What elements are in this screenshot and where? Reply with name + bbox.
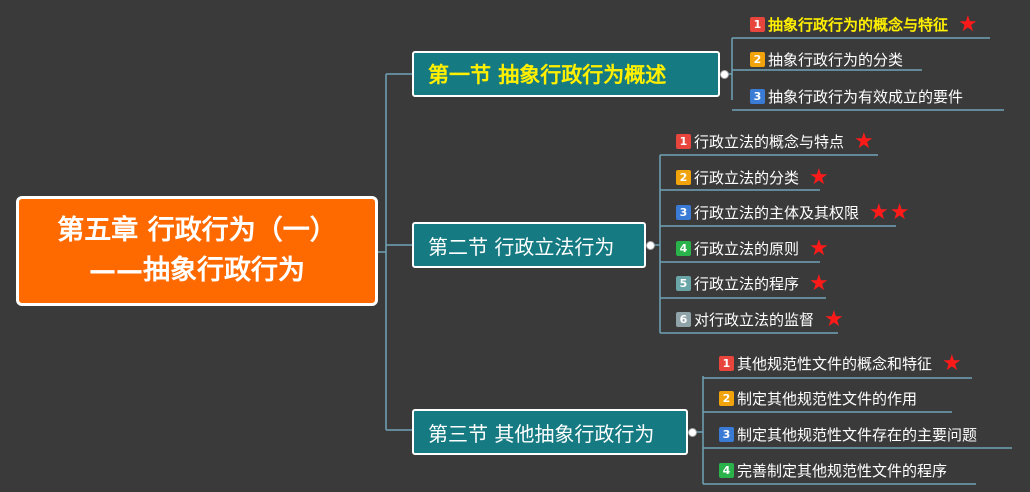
number-badge: 1 [676, 133, 691, 149]
chapter-title-line1: 第五章 行政行为（一） [57, 215, 337, 246]
number-badge: 4 [676, 240, 691, 256]
star-icon: ★ [809, 270, 830, 296]
list-item[interactable]: 1 行政立法的概念与特点 ★ [676, 128, 875, 154]
number-badge: 1 [750, 16, 765, 32]
list-item[interactable]: 6 对行政立法的监督 ★ [676, 306, 845, 332]
number-badge: 1 [719, 355, 734, 371]
list-item[interactable]: 3 制定其他规范性文件存在的主要问题 [719, 423, 977, 445]
number-badge: 4 [719, 462, 734, 478]
section-node-1[interactable]: 第一节 抽象行政行为概述 [412, 51, 720, 97]
section-node-3[interactable]: 第三节 其他抽象行政行为 [412, 409, 688, 455]
item-label: 行政立法的主体及其权限 [694, 203, 860, 222]
star-icon: ★ [942, 350, 963, 376]
item-label: 行政立法的概念与特点 [694, 132, 845, 151]
list-item[interactable]: 2 制定其他规范性文件的作用 [719, 387, 917, 409]
item-label: 抽象行政行为有效成立的要件 [768, 87, 964, 106]
item-label: 抽象行政行为的概念与特征 [768, 15, 949, 34]
section-title: 第一节 抽象行政行为概述 [428, 63, 667, 87]
collapse-toggle-icon[interactable] [720, 70, 729, 79]
number-badge: 2 [676, 169, 691, 185]
item-label: 抽象行政行为的分类 [768, 50, 904, 69]
number-badge: 3 [750, 88, 765, 104]
item-label: 制定其他规范性文件存在的主要问题 [737, 425, 978, 444]
star-icon: ★ [824, 306, 845, 332]
star-icon: ★ [958, 11, 979, 37]
chapter-title-node[interactable]: 第五章 行政行为（一） ——抽象行政行为 [16, 196, 378, 306]
section-node-2[interactable]: 第二节 行政立法行为 [412, 222, 646, 268]
number-badge: 5 [676, 275, 691, 291]
section-title: 第二节 行政立法行为 [428, 234, 615, 259]
item-label: 制定其他规范性文件的作用 [737, 389, 918, 408]
list-item[interactable]: 1 其他规范性文件的概念和特征 ★ [719, 350, 963, 376]
number-badge: 2 [750, 51, 765, 67]
item-label: 对行政立法的监督 [694, 310, 815, 329]
star-icon: ★★ [869, 199, 911, 225]
collapse-toggle-icon[interactable] [646, 241, 655, 250]
number-badge: 2 [719, 390, 734, 406]
list-item[interactable]: 3 抽象行政行为有效成立的要件 [750, 85, 963, 107]
list-item[interactable]: 2 行政立法的分类 ★ [676, 164, 830, 190]
chapter-title-line2: ——抽象行政行为 [89, 255, 305, 286]
list-item[interactable]: 3 行政立法的主体及其权限 ★★ [676, 199, 911, 225]
star-icon: ★ [854, 128, 875, 154]
number-badge: 3 [719, 426, 734, 442]
list-item[interactable]: 4 行政立法的原则 ★ [676, 235, 830, 261]
item-label: 行政立法的原则 [694, 239, 800, 258]
collapse-toggle-icon[interactable] [688, 428, 697, 437]
item-label: 行政立法的程序 [694, 274, 800, 293]
star-icon: ★ [809, 235, 830, 261]
item-label: 完善制定其他规范性文件的程序 [737, 461, 948, 480]
section-title: 第三节 其他抽象行政行为 [428, 421, 655, 446]
list-item[interactable]: 5 行政立法的程序 ★ [676, 270, 830, 296]
number-badge: 6 [676, 311, 691, 327]
list-item[interactable]: 1 抽象行政行为的概念与特征 ★ [750, 11, 979, 37]
list-item[interactable]: 2 抽象行政行为的分类 [750, 48, 903, 70]
star-icon: ★ [809, 164, 830, 190]
list-item[interactable]: 4 完善制定其他规范性文件的程序 [719, 459, 947, 481]
number-badge: 3 [676, 204, 691, 220]
item-label: 其他规范性文件的概念和特征 [737, 354, 933, 373]
item-label: 行政立法的分类 [694, 168, 800, 187]
